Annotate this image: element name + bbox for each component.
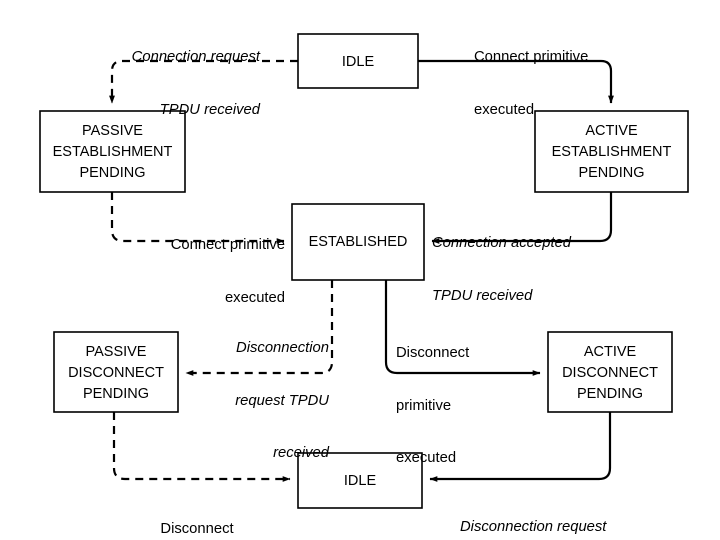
label-disconnection-request-tpdu-received-bottom-line1: Disconnection request bbox=[460, 519, 607, 535]
label-connection-accepted-tpdu-received: Connection accepted TPDU received bbox=[432, 200, 612, 340]
state-active-disconnect-pending-line1: ACTIVE bbox=[584, 344, 637, 360]
state-idle-top-label: IDLE bbox=[342, 54, 375, 70]
label-connection-request-tpdu-received-line2: TPDU received bbox=[159, 101, 260, 118]
label-connect-primitive-executed-top: Connect primitive executed bbox=[474, 14, 654, 154]
label-connect-primitive-executed-mid-line2: executed bbox=[224, 289, 285, 306]
label-disconnect-primitive-executed-mid-line3: executed bbox=[396, 450, 457, 466]
edge-active-establishment-to-established bbox=[431, 192, 613, 244]
label-disconnect-primitive-executed-bottom: Disconnect primitive executed bbox=[107, 486, 287, 540]
label-connect-primitive-executed-top-line2: executed bbox=[474, 101, 535, 118]
label-disconnect-primitive-executed-mid-line1: Disconnect bbox=[396, 345, 470, 361]
state-active-establishment-pending-line2: ESTABLISHMENT bbox=[552, 144, 672, 160]
state-passive-establishment-pending-line3: PENDING bbox=[79, 165, 145, 181]
state-idle-bottom[interactable]: IDLE bbox=[297, 452, 423, 509]
edge-idle-to-passive-establishment bbox=[109, 59, 298, 104]
state-established[interactable]: ESTABLISHED bbox=[291, 203, 425, 281]
label-disconnect-primitive-executed-mid-line2: primitive bbox=[396, 397, 452, 414]
state-active-disconnect-pending-line3: PENDING bbox=[577, 386, 643, 402]
label-connect-primitive-executed-mid-line1: Connect primitive bbox=[170, 237, 285, 253]
state-passive-establishment-pending-line1: PASSIVE bbox=[82, 123, 143, 139]
state-passive-disconnect-pending[interactable]: PASSIVE DISCONNECT PENDING bbox=[53, 331, 179, 413]
label-connect-primitive-executed-top-line1: Connect primitive bbox=[474, 49, 589, 65]
state-active-establishment-pending-line3: PENDING bbox=[578, 165, 644, 181]
state-passive-disconnect-pending-line1: PASSIVE bbox=[86, 344, 147, 360]
state-established-label: ESTABLISHED bbox=[309, 234, 408, 250]
label-disconnection-request-tpdu-received-bottom: Disconnection request TPDU received bbox=[460, 484, 660, 540]
label-connection-accepted-tpdu-received-line1: Connection accepted bbox=[432, 235, 572, 251]
state-active-establishment-pending-line1: ACTIVE bbox=[585, 123, 638, 139]
state-passive-disconnect-pending-line3: PENDING bbox=[83, 386, 149, 402]
state-idle-top[interactable]: IDLE bbox=[297, 33, 419, 89]
edge-established-to-active-disconnect bbox=[384, 280, 541, 376]
label-disconnect-primitive-executed-mid: Disconnect primitive executed bbox=[396, 310, 516, 503]
edge-established-to-passive-disconnect bbox=[185, 280, 334, 376]
state-passive-establishment-pending[interactable]: PASSIVE ESTABLISHMENT PENDING bbox=[39, 110, 186, 193]
state-idle-bottom-label: IDLE bbox=[344, 473, 377, 489]
state-active-disconnect-pending-line2: DISCONNECT bbox=[562, 365, 658, 381]
state-active-disconnect-pending[interactable]: ACTIVE DISCONNECT PENDING bbox=[547, 331, 673, 413]
state-active-establishment-pending[interactable]: ACTIVE ESTABLISHMENT PENDING bbox=[534, 110, 689, 193]
edge-active-disconnect-to-idle bbox=[429, 412, 612, 482]
label-connection-request-tpdu-received: Connection request TPDU received bbox=[85, 14, 260, 154]
edge-idle-to-active-establishment bbox=[418, 59, 614, 104]
label-connection-request-tpdu-received-line1: Connection request bbox=[131, 49, 260, 65]
edge-passive-disconnect-to-idle bbox=[112, 412, 291, 482]
state-passive-disconnect-pending-line2: DISCONNECT bbox=[68, 365, 164, 381]
state-passive-establishment-pending-line2: ESTABLISHMENT bbox=[53, 144, 173, 160]
label-disconnection-request-tpdu-received-mid: Disconnection request TPDU received bbox=[195, 305, 329, 498]
label-disconnection-request-tpdu-received-mid-line1: Disconnection bbox=[236, 340, 329, 356]
label-connection-accepted-tpdu-received-line2: TPDU received bbox=[432, 287, 533, 304]
label-disconnection-request-tpdu-received-mid-line2: request TPDU bbox=[235, 392, 329, 409]
label-disconnect-primitive-executed-bottom-line1: Disconnect bbox=[160, 521, 234, 537]
label-connect-primitive-executed-mid: Connect primitive executed bbox=[145, 202, 285, 342]
label-disconnection-request-tpdu-received-mid-line3: received bbox=[273, 445, 329, 461]
edge-passive-establishment-to-established bbox=[110, 192, 285, 244]
